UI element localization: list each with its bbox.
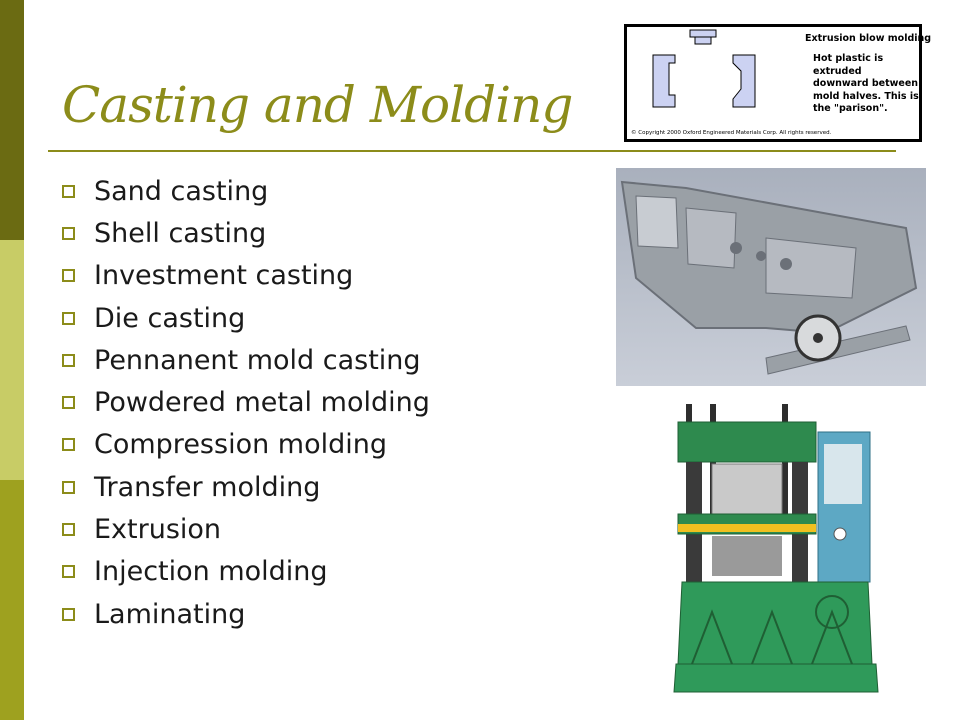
square-bullet-icon [62, 565, 75, 579]
bullet-text: Die casting [94, 302, 246, 334]
square-bullet-icon [62, 311, 75, 325]
bullet-text: Extrusion [94, 514, 222, 546]
square-bullet-icon [62, 480, 75, 494]
bullet-text: Pennanent mold casting [94, 344, 421, 376]
bullet-text: Sand casting [94, 175, 269, 207]
list-item: Injection molding [62, 551, 430, 593]
square-bullet-icon [62, 269, 75, 283]
bullet-text: Investment casting [94, 260, 354, 292]
square-bullet-icon [62, 353, 75, 367]
slide-title: Casting and Molding [62, 76, 573, 134]
diagram-copyright: © Copyright 2000 Oxford Engineered Mater… [631, 130, 832, 136]
square-bullet-icon [62, 607, 75, 621]
sidebar-segment-mid [0, 480, 24, 720]
cast-part-photo [616, 168, 926, 386]
diagram-description: Hot plastic is extruded downward between… [813, 53, 919, 114]
bullet-text: Powdered metal molding [94, 387, 430, 419]
square-bullet-icon [62, 523, 75, 537]
bullet-text: Shell casting [94, 217, 267, 249]
sidebar-segment-light [0, 240, 24, 480]
sidebar-stripe [0, 0, 24, 720]
list-item: Laminating [62, 593, 430, 635]
list-item: Extrusion [62, 508, 430, 550]
square-bullet-icon [62, 226, 75, 240]
list-item: Shell casting [62, 212, 430, 254]
title-divider [48, 150, 896, 152]
list-item: Compression molding [62, 424, 430, 466]
bullet-text: Compression molding [94, 429, 387, 461]
bullet-text: Transfer molding [94, 471, 321, 503]
molding-press-photo [673, 404, 879, 693]
bullet-list: Sand casting Shell casting Investment ca… [62, 170, 430, 635]
list-item: Transfer molding [62, 466, 430, 508]
list-item: Sand casting [62, 170, 430, 212]
sidebar-segment-dark [0, 0, 24, 240]
mold-halves-icon [652, 29, 756, 108]
bullet-text: Laminating [94, 598, 246, 630]
square-bullet-icon [62, 396, 75, 410]
list-item: Pennanent mold casting [62, 339, 430, 381]
diagram-title: Extrusion blow molding [805, 33, 932, 44]
list-item: Investment casting [62, 255, 430, 297]
square-bullet-icon [62, 184, 75, 198]
list-item: Die casting [62, 297, 430, 339]
extrusion-diagram: Extrusion blow molding Hot plastic is ex… [624, 24, 931, 142]
square-bullet-icon [62, 438, 75, 452]
list-item: Powdered metal molding [62, 381, 430, 423]
bullet-text: Injection molding [94, 556, 328, 588]
